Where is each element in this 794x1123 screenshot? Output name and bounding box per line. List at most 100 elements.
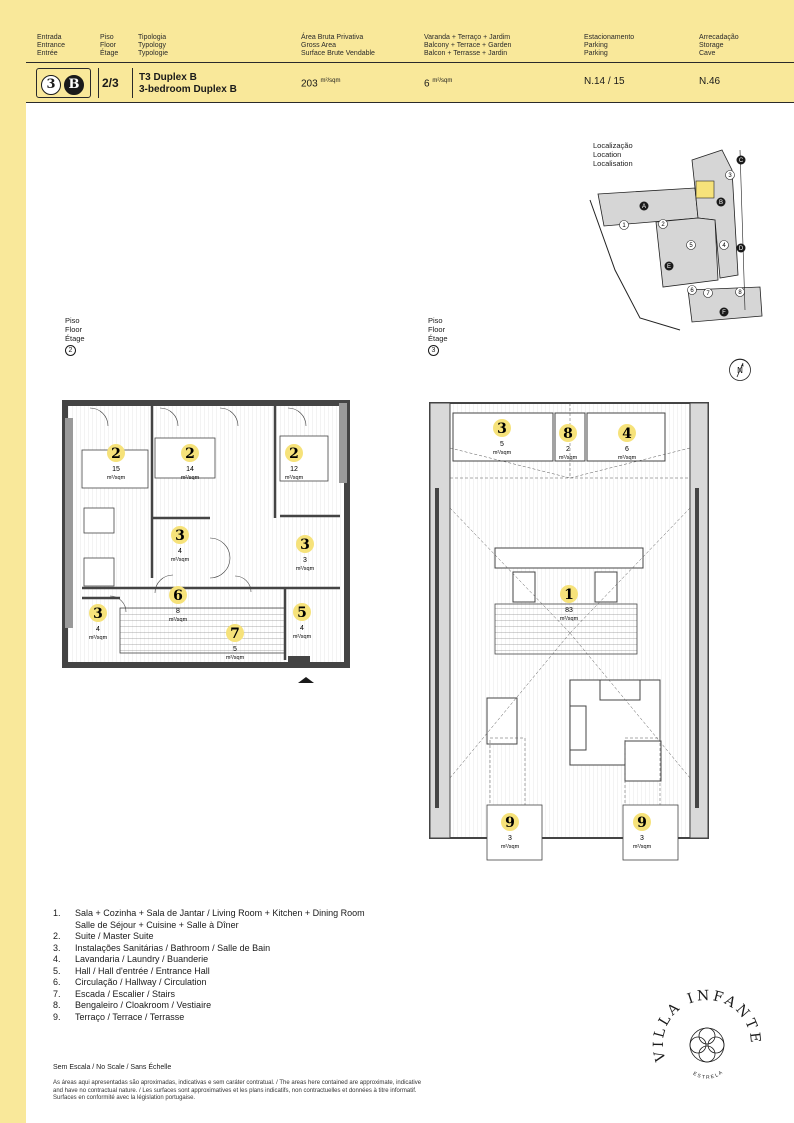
location-building-d: D <box>739 246 744 252</box>
legend-item: 7.Escada / Escalier / Stairs <box>53 988 176 999</box>
gross-area-value: 203 m²/sqm <box>301 78 341 90</box>
location-entrance-3: 3 <box>728 173 732 179</box>
room-number: 1 <box>564 587 574 603</box>
room-number: 3 <box>93 606 103 622</box>
room-area: 83 <box>565 607 573 614</box>
room-unit: m²/sqm <box>89 635 108 641</box>
legend-item: 8.Bengaleiro / Cloakroom / Vestiaire <box>53 1000 212 1010</box>
room-area: 15 <box>112 466 120 473</box>
room-number: 2 <box>289 446 299 462</box>
room-unit: m²/sqm <box>169 617 188 623</box>
villa-infante-logo: VILLA INFANTE ESTRELA <box>651 988 763 1081</box>
location-entrance-4: 4 <box>722 243 726 249</box>
legend-item: 9.Terraço / Terrace / Terrasse <box>53 1011 185 1022</box>
room-area: 5 <box>500 441 504 448</box>
room-number: 9 <box>637 815 647 831</box>
floor-plan-2: 2 15 m²/sqm 2 14 m²/sqm 2 12 m²/sqm 3 4 … <box>62 400 350 683</box>
room-unit: m²/sqm <box>107 475 126 481</box>
room-area: 2 <box>566 446 570 453</box>
logo-subtext: ESTRELA <box>692 1069 724 1081</box>
location-building-a: A <box>642 204 646 210</box>
header-separator <box>98 68 99 98</box>
room-number: 2 <box>185 446 195 462</box>
room-legend: 1. Sala + Cozinha + Sala de Jantar / Liv… <box>53 908 473 1023</box>
room-area: 5 <box>233 646 237 653</box>
room-number: 7 <box>230 626 240 642</box>
room-number: 8 <box>563 426 573 442</box>
room-area: 12 <box>290 466 298 473</box>
location-building-b: B <box>719 200 723 206</box>
room-unit: m²/sqm <box>560 616 579 622</box>
room-number: 5 <box>297 605 307 621</box>
legend-item: 4.Lavandaria / Laundry / Buanderie <box>53 954 209 964</box>
room-unit: m²/sqm <box>171 557 190 563</box>
location-map: A B C D E F 1 2 3 4 5 6 7 8 <box>589 149 763 380</box>
room-number: 3 <box>175 528 185 544</box>
entrance-number-badge: 3 <box>41 75 61 95</box>
legend-item: 3.Instalações Sanitárias / Bathroom / Sa… <box>53 942 271 953</box>
legend-item: 6.Circulação / Hallway / Circulation <box>53 977 207 987</box>
compass-icon: N <box>729 359 751 381</box>
room-unit: m²/sqm <box>501 844 520 850</box>
legend-item: 1. Sala + Cozinha + Sala de Jantar / Liv… <box>53 908 365 930</box>
legend-item: 2.Suite / Master Suite <box>53 931 154 941</box>
room-area: 4 <box>178 548 182 555</box>
room-area: 3 <box>303 557 307 564</box>
room-unit: m²/sqm <box>296 566 315 572</box>
outdoor-area-value: 6 m²/sqm <box>424 78 453 90</box>
room-unit: m²/sqm <box>633 844 652 850</box>
room-number: 3 <box>497 421 507 437</box>
compass-label: N <box>737 366 743 375</box>
floor3-room-labels: 3 5 m²/sqm 8 2 m²/sqm 4 6 m²/sqm 1 83 m²… <box>493 419 652 850</box>
floor-number-2: 2 <box>65 345 76 356</box>
entrance-badge: 3 B <box>36 68 91 98</box>
entrance-letter-badge: B <box>64 75 84 95</box>
room-number: 2 <box>111 446 121 462</box>
svg-text:VILLA INFANTE: VILLA INFANTE <box>651 988 763 1064</box>
room-number: 3 <box>300 537 310 553</box>
location-building-f: F <box>722 310 726 316</box>
header-rule-top <box>26 62 794 63</box>
svg-text:ESTRELA: ESTRELA <box>692 1069 725 1081</box>
room-area: 8 <box>176 608 180 615</box>
floor-number-3: 3 <box>428 345 439 356</box>
floor-plan-3: 3 5 m²/sqm 8 2 m²/sqm 4 6 m²/sqm 1 83 m²… <box>429 402 709 861</box>
floor-value: 2/3 <box>102 76 119 90</box>
location-building-c: C <box>739 158 744 164</box>
room-area: 4 <box>300 625 304 632</box>
room-unit: m²/sqm <box>493 450 512 456</box>
room-area: 4 <box>96 626 100 633</box>
room-number: 6 <box>173 588 183 604</box>
room-number: 4 <box>622 426 632 442</box>
location-entrance-8: 8 <box>738 290 742 296</box>
room-unit: m²/sqm <box>285 475 304 481</box>
header-rule-bottom <box>26 102 794 103</box>
room-area: 14 <box>186 466 194 473</box>
room-number: 9 <box>505 815 515 831</box>
location-entrance-6: 6 <box>690 288 694 294</box>
room-unit: m²/sqm <box>618 455 637 461</box>
location-entrance-2: 2 <box>661 222 665 228</box>
header-separator <box>132 68 133 98</box>
disclaimer: As áreas aqui apresentadas são aproximad… <box>53 1080 422 1101</box>
logo-text: VILLA INFANTE <box>651 988 760 1064</box>
room-unit: m²/sqm <box>559 455 578 461</box>
room-unit: m²/sqm <box>293 634 312 640</box>
room-area: 6 <box>625 446 629 453</box>
parking-value: N.14 / 15 <box>584 76 625 87</box>
location-entrance-5: 5 <box>689 243 693 249</box>
floor2-room-labels: 2 15 m²/sqm 2 14 m²/sqm 2 12 m²/sqm 3 4 … <box>89 444 315 661</box>
legend-item: 5.Hall / Hall d'entrée / Entrance Hall <box>53 965 210 976</box>
room-unit: m²/sqm <box>181 475 200 481</box>
